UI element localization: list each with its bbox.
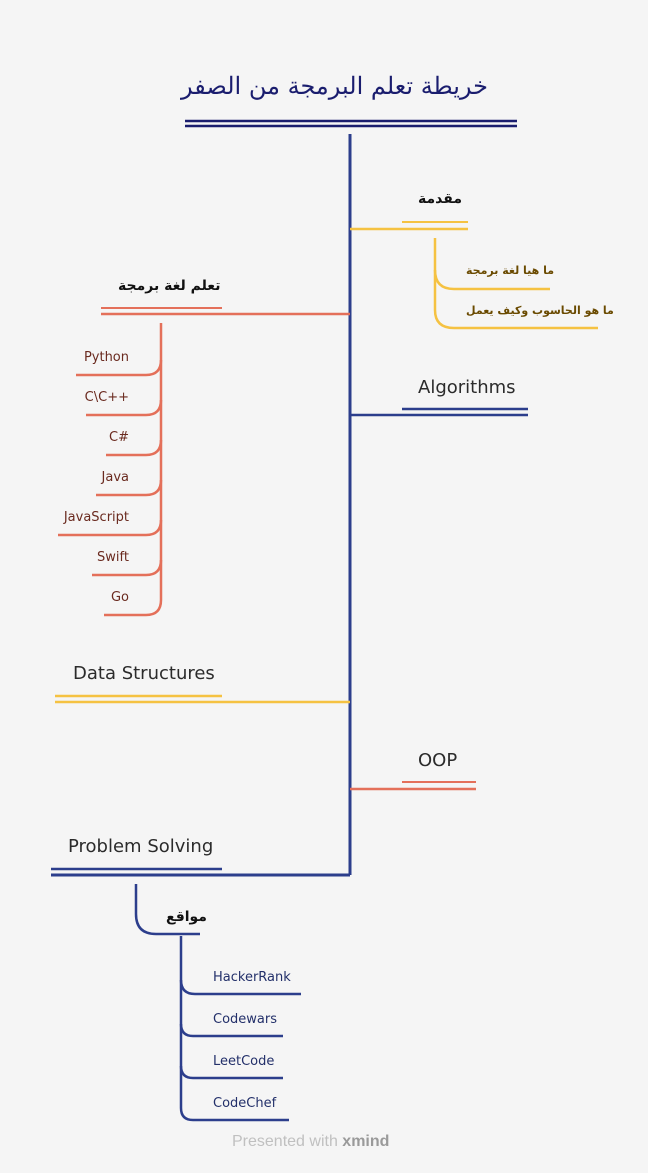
branch-intro-label[interactable]: مقدمة (418, 191, 462, 207)
branch-learn-language-label[interactable]: تعلم لغة برمجة (118, 278, 221, 294)
xmind-logo: xmind (342, 1133, 390, 1150)
branch-data-structures-label[interactable]: Data Structures (73, 663, 215, 684)
map-title: خريطة تعلم البرمجة من الصفر (181, 72, 488, 100)
branch-oop-label[interactable]: OOP (418, 750, 458, 771)
language-item-swift[interactable]: Swift (97, 550, 129, 565)
language-item-csharp[interactable]: C# (109, 430, 129, 445)
intro-item-1[interactable]: ما هو الحاسوب وكيف يعمل (466, 304, 614, 317)
sites-label[interactable]: مواقع (166, 909, 207, 925)
language-item-c-cpp[interactable]: C\C++ (84, 390, 129, 405)
language-item-go[interactable]: Go (110, 590, 129, 605)
branch-algorithms-label[interactable]: Algorithms (418, 377, 516, 398)
site-item-codechef[interactable]: CodeChef (213, 1096, 277, 1111)
site-item-hackerrank[interactable]: HackerRank (213, 970, 291, 985)
language-item-java[interactable]: Java (101, 470, 129, 485)
footer-prefix: Presented with (232, 1133, 338, 1150)
presented-with-footer: Presented with xmind (232, 1134, 389, 1150)
site-item-codewars[interactable]: Codewars (213, 1012, 277, 1027)
intro-item-0[interactable]: ما هيا لغة برمجة (466, 264, 555, 277)
branch-problem-solving-label[interactable]: Problem Solving (68, 836, 214, 857)
site-item-leetcode[interactable]: LeetCode (213, 1054, 275, 1069)
language-item-python[interactable]: Python (83, 350, 129, 365)
language-item-javascript[interactable]: JavaScript (63, 510, 129, 525)
